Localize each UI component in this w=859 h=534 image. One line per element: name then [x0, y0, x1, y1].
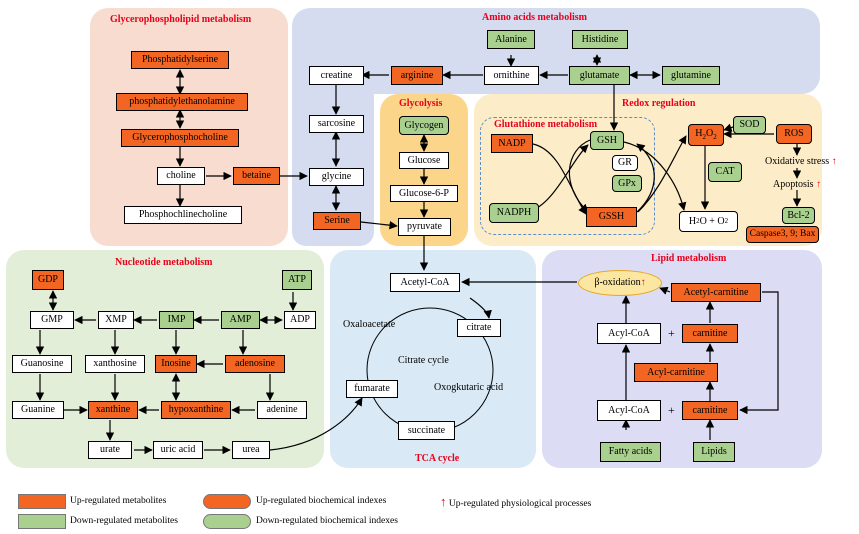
node-caspase: Caspase3, 9; Bax	[746, 226, 819, 243]
up-arrow-icon: ↑	[816, 179, 822, 190]
up-arrow-icon: ↑	[640, 277, 646, 288]
legend-down-indexes: Down-regulated biochemical indexes	[256, 516, 398, 526]
node-gmp: GMP	[30, 311, 74, 329]
node-imp: IMP	[159, 311, 194, 329]
node-glycogen: Glycogen	[399, 116, 449, 135]
node-adenine: adenine	[257, 401, 307, 419]
node-pyruvate: pyruvate	[398, 218, 451, 236]
legend-up-processes: ↑ Up-regulated physiological processes	[440, 494, 591, 510]
lipid-title: Lipid metabolism	[651, 253, 727, 264]
legend-up-processes-text: Up-regulated physiological processes	[448, 499, 592, 509]
node-guanosine: Guanosine	[12, 355, 72, 373]
node-glycine: glycine	[309, 168, 364, 186]
node-urate: urate	[88, 441, 132, 459]
tca-title: TCA cycle	[415, 453, 460, 464]
node-fumarate: fumarate	[346, 380, 398, 398]
legend-up-indexes: Up-regulated biochemical indexes	[256, 496, 387, 506]
node-acyl-coa-2: Acyl-CoA	[597, 400, 661, 421]
node-gr: GR	[612, 155, 638, 171]
node-adenosine: adenosine	[225, 355, 285, 373]
legend-swatch-down-indexes	[203, 514, 251, 529]
up-arrow-icon: ↑	[440, 494, 447, 509]
node-urea: urea	[232, 441, 270, 459]
node-adp: ADP	[284, 311, 316, 329]
node-beta-oxidation: β-oxidation↑	[578, 270, 662, 296]
label-oxidative-stress: Oxidative stress ↑	[765, 156, 837, 167]
node-glycerophosphocholine: Glycerophosphocholine	[121, 129, 239, 147]
apoptosis-text: Apoptosis	[773, 179, 814, 190]
node-phosphatidylethanolamine: phosphatidylethanolamine	[116, 93, 248, 111]
beta-oxidation-text: β-oxidation	[594, 277, 641, 288]
amino-acids-panel	[292, 8, 820, 94]
label-apoptosis: Apoptosis ↑	[773, 179, 821, 190]
node-gdp: GDP	[32, 270, 64, 290]
node-choline: choline	[157, 167, 205, 185]
node-acetyl-carnitine: Acetyl-carnitine	[671, 283, 761, 302]
up-arrow-icon: ↑	[831, 156, 837, 167]
redox-title: Redox regulation	[622, 98, 696, 109]
node-histidine: Histidine	[572, 30, 628, 49]
node-guanine: Guanine	[12, 401, 64, 419]
node-succinate: succinate	[398, 421, 455, 440]
legend-swatch-up-metabolites	[18, 494, 66, 509]
node-inosine: Inosine	[155, 355, 197, 373]
label-plus-2: +	[668, 403, 675, 417]
glutathione-title: Glutathione metabolism	[494, 119, 598, 130]
node-serine: Serine	[313, 212, 361, 230]
node-uric-acid: uric acid	[153, 441, 203, 459]
node-alanine: Alanine	[487, 30, 535, 49]
node-ornithine: ornithine	[484, 66, 539, 85]
legend-up-metabolites: Up-regulated metabolites	[70, 496, 167, 506]
node-gsh: GSH	[590, 131, 624, 150]
node-glucose-6-p: Glucose-6-P	[390, 185, 458, 202]
node-cat: CAT	[708, 162, 742, 182]
node-xmp: XMP	[98, 311, 134, 329]
node-phosphatidylserine: Phosphatidylserine	[131, 51, 229, 69]
node-glucose: Glucose	[399, 152, 449, 169]
node-acetyl-coa: Acetyl-CoA	[390, 273, 460, 292]
node-glutamate: glutamate	[569, 66, 630, 85]
node-gssh: GSSH	[586, 207, 637, 227]
node-nadp: NADP	[491, 134, 533, 153]
node-hypoxanthine: hypoxanthine	[161, 401, 231, 419]
node-creatine: creatine	[309, 66, 364, 85]
node-bcl2: Bcl-2	[782, 207, 815, 224]
oxidative-stress-text: Oxidative stress	[765, 156, 830, 167]
legend-down-metabolites: Down-regulated metabolites	[70, 516, 178, 526]
node-sarcosine: sarcosine	[309, 115, 364, 133]
node-xanthine: xanthine	[88, 401, 138, 419]
amino-acids-title: Amino acids metabolism	[482, 12, 587, 23]
node-betaine: betaine	[233, 167, 280, 185]
label-plus-1: +	[668, 326, 675, 340]
label-oxaloacetate: Oxaloacetate	[343, 319, 396, 330]
node-acyl-coa-1: Acyl-CoA	[597, 323, 661, 344]
node-sod: SOD	[733, 116, 766, 134]
node-phosphocholine: Phosphochlinecholine	[124, 206, 242, 224]
node-gpx: GPx	[612, 175, 642, 192]
node-ros: ROS	[776, 124, 812, 144]
node-atp: ATP	[282, 270, 312, 290]
node-carnitine-2: carnitine	[682, 401, 738, 420]
nucleotide-title: Nucleotide metabolism	[115, 257, 213, 268]
node-carnitine-1: carnitine	[682, 324, 738, 343]
node-amp: AMP	[221, 311, 260, 329]
node-h2o2: H2O2	[688, 124, 724, 146]
label-citrate-cycle: Citrate cycle	[398, 355, 449, 366]
node-fatty-acids: Fatty acids	[600, 442, 661, 462]
h2o2-label: H2O2	[695, 128, 717, 141]
node-acyl-carnitine: Acyl-carnitine	[634, 363, 718, 382]
node-lipids: Lipids	[693, 442, 735, 462]
node-arginine: arginine	[391, 66, 443, 85]
node-citrate: citrate	[457, 319, 501, 337]
legend-swatch-down-metabolites	[18, 514, 66, 529]
glycolysis-title: Glycolysis	[399, 98, 443, 109]
glycerophospholipid-title: Glycerophospholipid metabolism	[110, 14, 252, 25]
node-nadph: NADPH	[489, 203, 539, 223]
legend-swatch-up-indexes	[203, 494, 251, 509]
node-xanthosine: xanthosine	[85, 355, 145, 373]
label-oxoglutaric: Oxogkutaric acid	[434, 382, 504, 393]
node-glutamine: glutamine	[662, 66, 720, 85]
